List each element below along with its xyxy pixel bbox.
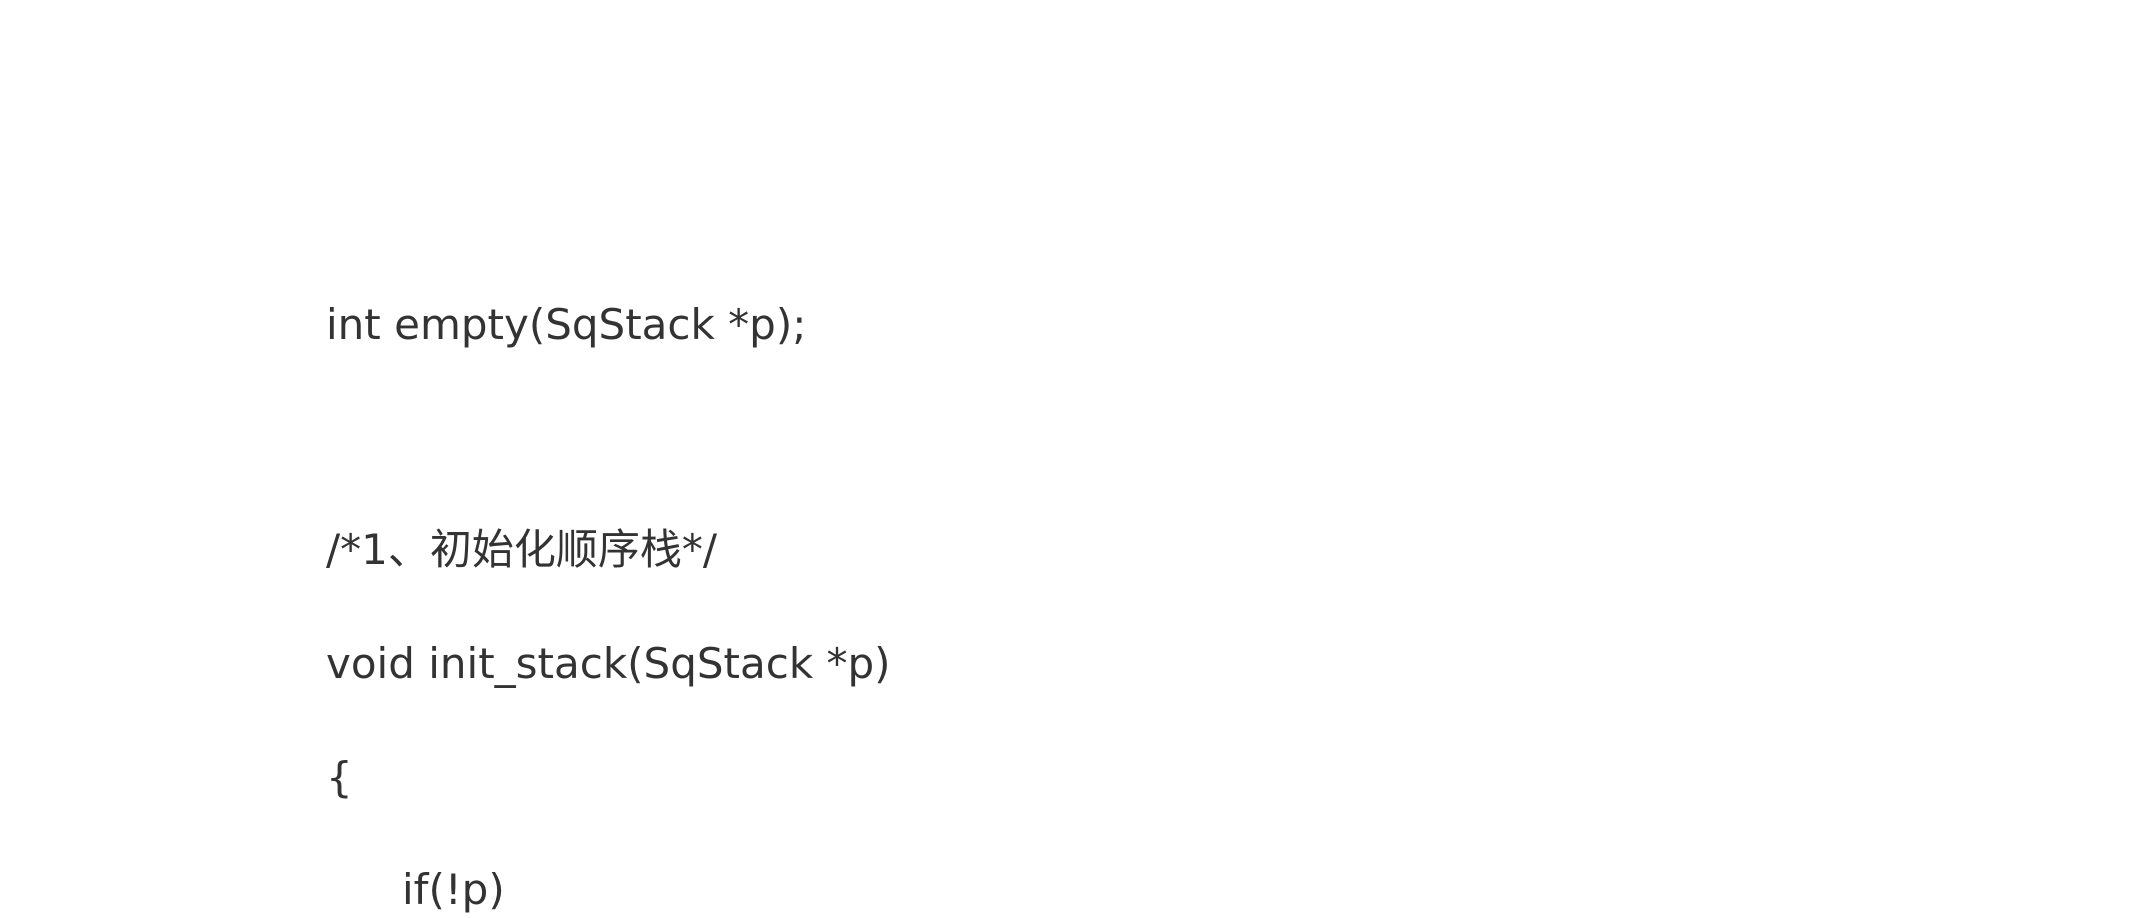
code-comment-init-stack: /*1、初始化顺序栈*/ <box>326 525 718 574</box>
code-line-if-condition: if(!p) <box>402 865 505 914</box>
code-line-open-brace: { <box>326 753 353 802</box>
code-line-init-stack-signature: void init_stack(SqStack *p) <box>326 639 891 688</box>
code-line-empty-declaration: int empty(SqStack *p); <box>326 300 807 349</box>
